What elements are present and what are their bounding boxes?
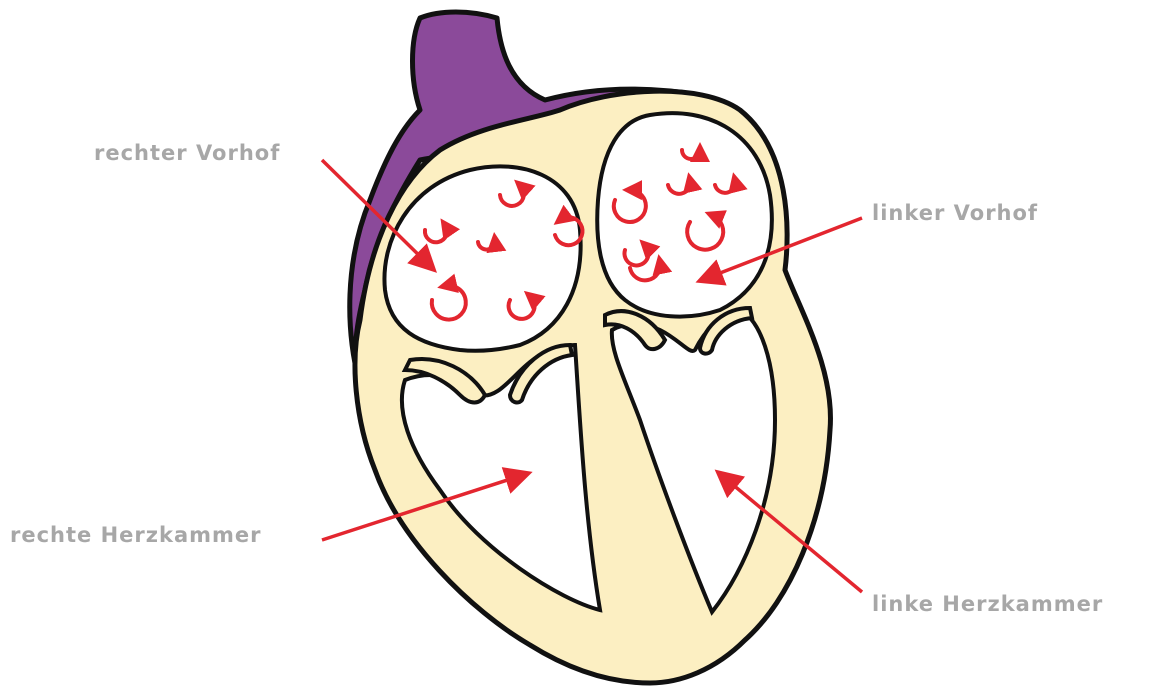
- label-right-ventricle: rechte Herzkammer: [10, 523, 262, 547]
- label-left-atrium: linker Vorhof: [872, 201, 1038, 225]
- label-left-ventricle: linke Herzkammer: [872, 592, 1103, 616]
- label-right-atrium: rechter Vorhof: [94, 141, 280, 165]
- left-atrium-cavity: [597, 113, 772, 316]
